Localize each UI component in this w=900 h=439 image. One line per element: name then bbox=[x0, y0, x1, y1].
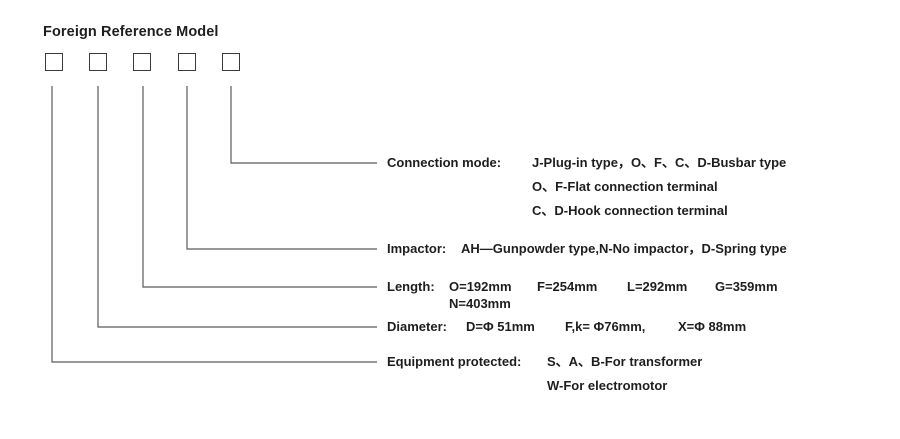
leader-line-impactor bbox=[186, 86, 377, 250]
length-value-f: F=254mm bbox=[537, 279, 598, 294]
leader-line-length bbox=[142, 86, 377, 288]
length-value-l: L=292mm bbox=[627, 279, 688, 294]
leader-line-diameter bbox=[97, 86, 377, 328]
length-value-o: O=192mm bbox=[449, 279, 512, 294]
equipment-protected-value-1: S、A、B-For transformer bbox=[547, 354, 703, 369]
diameter-label: Diameter: bbox=[387, 319, 447, 334]
connection-mode-value-3: C、D-Hook connection terminal bbox=[532, 203, 728, 218]
impactor-value: AH—Gunpowder type,N-No impactor，D-Spring… bbox=[461, 241, 787, 256]
model-code-box-1 bbox=[45, 53, 63, 71]
diameter-value-x: X=Φ 88mm bbox=[678, 319, 747, 334]
connection-mode-value-1: J-Plug-in type，O、F、C、D-Busbar type bbox=[532, 155, 787, 170]
diameter-value-d: D=Φ 51mm bbox=[466, 319, 535, 334]
model-code-box-3 bbox=[133, 53, 151, 71]
leader-line-connection bbox=[230, 86, 377, 164]
impactor-label: Impactor: bbox=[387, 241, 447, 256]
model-code-box-2 bbox=[89, 53, 107, 71]
diameter-value-fk: F,k= Φ76mm, bbox=[565, 319, 646, 334]
leader-line-equipment bbox=[51, 86, 377, 363]
connection-mode-label: Connection mode: bbox=[387, 155, 502, 170]
connection-mode-value-2: O、F-Flat connection terminal bbox=[532, 179, 718, 194]
equipment-protected-value-2: W-For electromotor bbox=[547, 378, 668, 393]
model-code-box-4 bbox=[178, 53, 196, 71]
length-label: Length: bbox=[387, 279, 435, 294]
model-code-box-5 bbox=[222, 53, 240, 71]
length-value-n: N=403mm bbox=[449, 296, 511, 311]
diagram-title: Foreign Reference Model bbox=[43, 24, 219, 40]
equipment-protected-label: Equipment protected: bbox=[387, 354, 522, 369]
length-value-g: G=359mm bbox=[715, 279, 778, 294]
